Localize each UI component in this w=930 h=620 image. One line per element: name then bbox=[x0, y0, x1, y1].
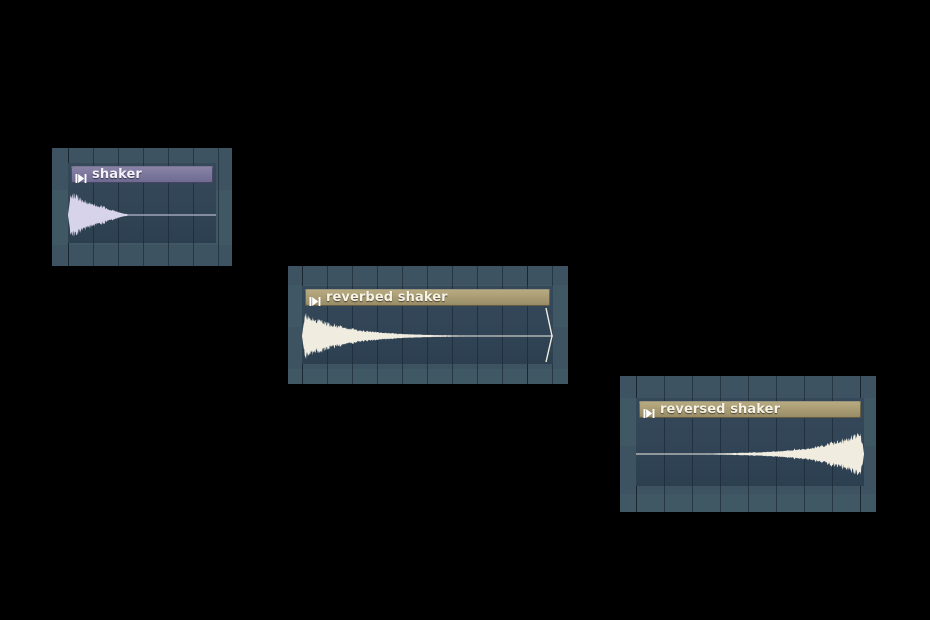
playlist-region-shaker: shaker bbox=[52, 148, 232, 266]
waveform-shaker bbox=[68, 192, 216, 237]
clip-playback-icon bbox=[643, 404, 655, 418]
clip-title-bar[interactable]: reversed shaker bbox=[639, 401, 861, 418]
clip-title-bar[interactable]: shaker bbox=[71, 166, 213, 183]
waveform-reverbed-shaker bbox=[302, 313, 553, 359]
audio-clip-shaker[interactable]: shaker bbox=[68, 163, 216, 243]
audio-clip-reversed-shaker[interactable]: reversed shaker bbox=[636, 398, 864, 486]
playlist-region-reversed-shaker: reversed shaker bbox=[620, 376, 876, 512]
track-lane[interactable] bbox=[52, 245, 232, 266]
track-lane[interactable] bbox=[288, 369, 568, 384]
clip-playback-icon bbox=[309, 292, 321, 306]
clip-title-label: reversed shaker bbox=[660, 402, 781, 417]
track-lane[interactable] bbox=[620, 494, 876, 512]
playlist-region-reverbed-shaker: reverbed shaker bbox=[288, 266, 568, 384]
track-lane[interactable] bbox=[288, 266, 568, 286]
clip-title-label: shaker bbox=[92, 167, 142, 182]
clip-title-label: reverbed shaker bbox=[326, 290, 448, 305]
audio-clip-reverbed-shaker[interactable]: reverbed shaker bbox=[302, 286, 553, 364]
waveform-reversed-shaker bbox=[636, 433, 864, 476]
clip-title-bar[interactable]: reverbed shaker bbox=[305, 289, 550, 306]
track-lane[interactable] bbox=[620, 376, 876, 399]
clip-playback-icon bbox=[75, 169, 87, 183]
